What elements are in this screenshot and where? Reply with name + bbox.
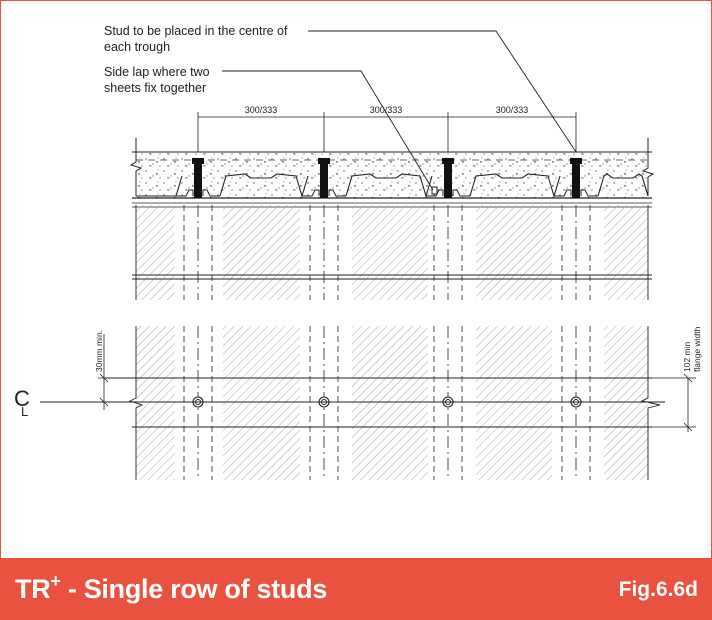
figure-number: Fig.6.6d [618, 578, 698, 601]
centreline-symbol-l: L [21, 404, 28, 419]
trough-stiffener [554, 189, 572, 197]
title-superscript: + [50, 571, 61, 591]
title-main: TR [15, 574, 51, 604]
trough-stiffener [176, 189, 194, 197]
shear-stud [554, 158, 598, 198]
plan-break-right [640, 326, 661, 480]
decking-rib-hatch [476, 326, 552, 480]
decking-rib-hatch [136, 326, 175, 480]
flange-dimension: 102 min flange width [652, 326, 702, 432]
side-lap-marker [431, 186, 438, 195]
figure-title: TR+ - Single row of studs [15, 571, 328, 605]
shear-stud [302, 158, 346, 198]
callout-stud-leader [308, 30, 577, 153]
spacing-label-2: 300/333 [370, 105, 403, 115]
callout-lap: Side lap where two sheets fix together [104, 65, 434, 191]
break-line-right [641, 138, 655, 196]
trough-stiffener [202, 189, 220, 197]
centreline: C L [14, 386, 665, 419]
callout-stud-line2: each trough [104, 40, 170, 54]
decking-rib-hatch [604, 326, 648, 480]
flange-label-line1: 102 min [682, 341, 692, 372]
trough-stiffener [302, 189, 320, 197]
callout-stud: Stud to be placed in the centre of each … [104, 24, 577, 153]
edge-min-label: 30mm min. [94, 330, 104, 372]
trough-stiffener [426, 189, 444, 197]
stud-head [570, 158, 582, 164]
decking-rib-hatch [604, 205, 648, 300]
trough-stiffener [580, 189, 598, 197]
title-rest: - Single row of studs [60, 574, 328, 604]
shear-stud [426, 158, 470, 198]
stud-head [192, 158, 204, 164]
plan-break-left [128, 326, 144, 480]
spacing-label-1: 300/333 [245, 105, 278, 115]
shear-stud [176, 158, 220, 198]
decking-rib-hatch [136, 205, 175, 300]
decking-rib-hatch [476, 205, 552, 300]
stud-head [318, 158, 330, 164]
centreline-symbol-c: C [14, 386, 30, 411]
trough-stiffener [452, 189, 470, 197]
break-line-left [129, 138, 143, 196]
shear-studs [176, 158, 598, 198]
stud-layout-drawing: 300/333 300/333 300/333 Stud to be place… [14, 24, 702, 480]
stud-shank [194, 164, 202, 198]
flange-label-line2: flange width [692, 326, 702, 372]
stud-head [442, 158, 454, 164]
trough-stiffener [328, 189, 346, 197]
callout-lap-line1: Side lap where two [104, 65, 210, 79]
decking-rib-hatch [223, 326, 300, 480]
decking-rib-hatch [352, 326, 428, 480]
stud-shank [320, 164, 328, 198]
plan-view [104, 205, 661, 480]
decking-rib-hatch [352, 205, 428, 300]
edge-dimension: 30mm min. [94, 330, 150, 410]
decking-rib-hatch [223, 205, 300, 300]
callout-lap-leader [222, 70, 434, 191]
stud-shank [444, 164, 452, 198]
spacing-label-3: 300/333 [496, 105, 529, 115]
callout-lap-line2: sheets fix together [104, 81, 206, 95]
caption-bar: TR+ - Single row of studs Fig.6.6d [0, 558, 712, 620]
spacing-dimension: 300/333 300/333 300/333 [197, 105, 577, 152]
callout-stud-line1: Stud to be placed in the centre of [104, 24, 288, 38]
stud-shank [572, 164, 580, 198]
